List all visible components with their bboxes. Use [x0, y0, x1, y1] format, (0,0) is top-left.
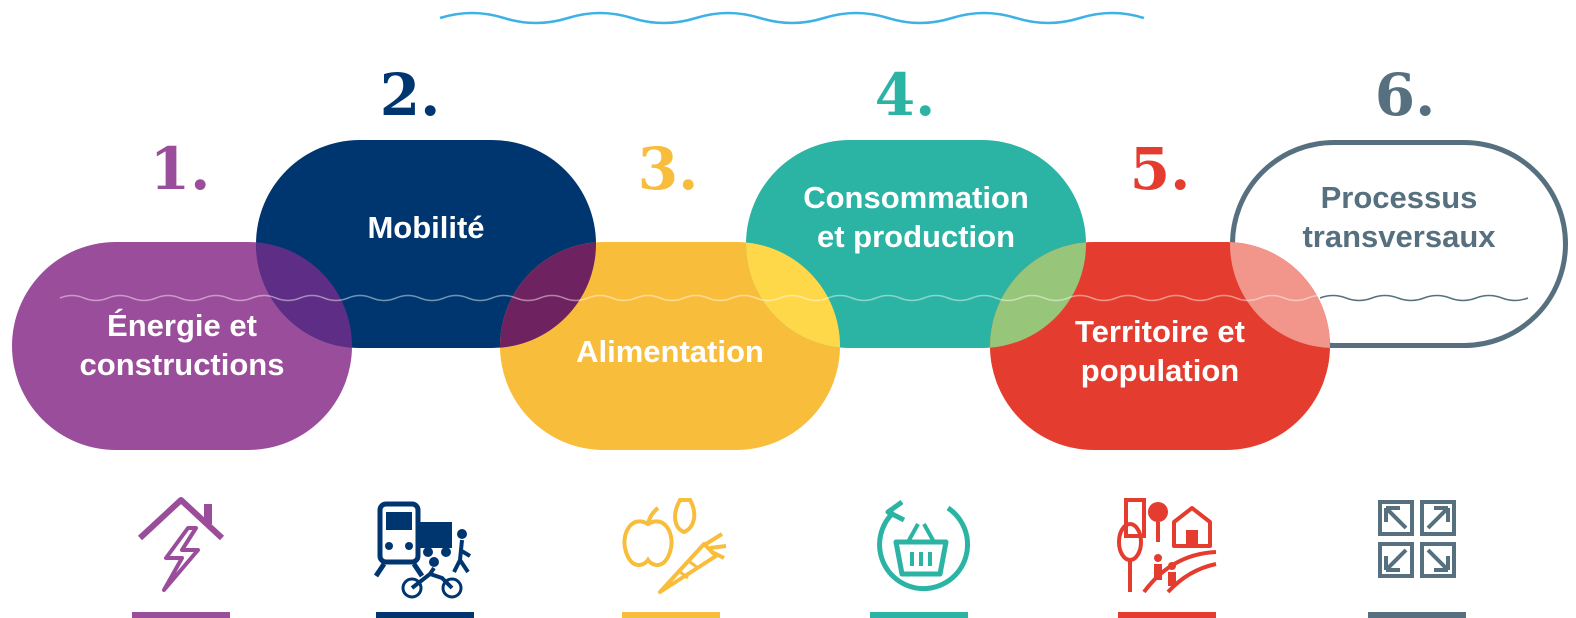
pill-label-box-2: Mobilité: [256, 124, 596, 332]
step-number-5: 5.: [1129, 135, 1191, 203]
middle-wave-decoration: [59, 294, 1429, 302]
step-number-1: 1.: [149, 135, 211, 203]
pill-label-consommation: Consommation et production: [803, 180, 1029, 254]
pill-label-energie: Énergie et constructions: [79, 308, 285, 382]
bottom-bar-3: [622, 612, 720, 618]
expand-arrows-icon: [1378, 500, 1456, 578]
step-number-2: 2.: [379, 61, 441, 129]
pill-label-box-1: Énergie et constructions: [12, 242, 352, 450]
bottom-bar-1: [132, 612, 230, 618]
territory-icon: [1117, 498, 1217, 594]
bottom-bar-2: [376, 612, 474, 618]
right-wave-decoration: [1319, 294, 1529, 302]
bottom-bar-4: [870, 612, 968, 618]
food-icon: [622, 498, 727, 594]
pill-label-mobilite: Mobilité: [367, 209, 485, 245]
pill-label-box-5: Territoire et population: [990, 248, 1330, 456]
pill-label-box-4: Consommation et production: [746, 114, 1086, 322]
step-number-4: 4.: [874, 61, 936, 129]
pill-label-box-3: Alimentation: [500, 248, 840, 456]
pill-label-territoire: Territoire et population: [1075, 314, 1245, 388]
bottom-bar-5: [1118, 612, 1216, 618]
bottom-bar-6: [1368, 612, 1466, 618]
pill-label-processus: Processus transversaux: [1302, 180, 1496, 254]
step-number-6: 6.: [1374, 61, 1436, 129]
transport-icon: [373, 501, 472, 599]
recycle-basket-icon: [877, 499, 971, 592]
house-lightning-icon: [137, 497, 225, 592]
pill-label-alimentation: Alimentation: [576, 333, 764, 369]
overlap-5-6: [1230, 242, 1330, 348]
pill-label-box-6: Processus transversaux: [1230, 114, 1568, 322]
step-number-3: 3.: [637, 135, 699, 203]
